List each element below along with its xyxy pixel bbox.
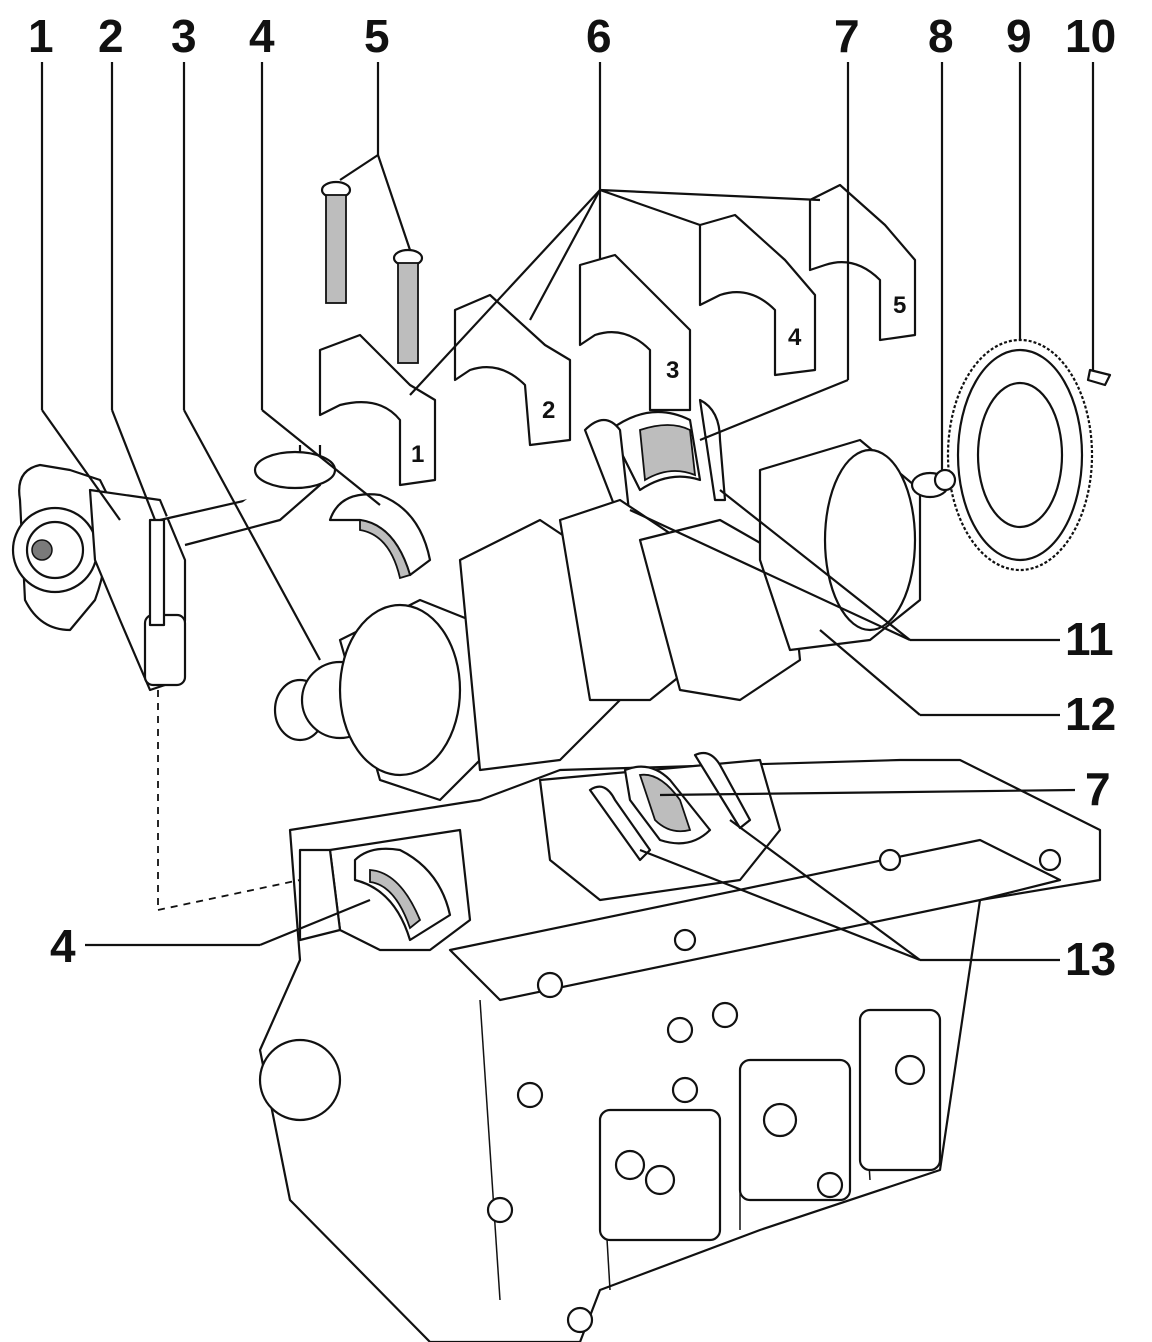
bearing-cap-number-1: 1: [411, 441, 424, 468]
callout-6: 6: [586, 10, 612, 62]
callout-11: 11: [1065, 613, 1114, 665]
callout-2: 2: [98, 10, 124, 62]
upper-bearing-shell-and-thrust-washers: [583, 398, 727, 522]
leader-lines: [40, 62, 1095, 962]
drive-plate-with-ring-gear: [933, 338, 1112, 572]
callout-7-right: 7: [1085, 763, 1111, 815]
bearing-cap-number-4: 4: [788, 324, 802, 351]
callout-12: 12: [1065, 688, 1116, 740]
callout-4-top: 4: [249, 10, 275, 62]
lower-bearing-shells: [353, 751, 752, 942]
bearing-cap-number-5: 5: [893, 292, 906, 319]
bearing-cap-5: 5: [808, 183, 917, 342]
bearing-cap-number-2: 2: [542, 397, 555, 424]
bearing-cap-1: 1: [318, 333, 437, 487]
callout-3: 3: [171, 10, 197, 62]
oil-pump: [11, 445, 337, 911]
callout-10: 10: [1065, 10, 1116, 62]
bearing-cap-2: 2: [453, 293, 572, 447]
main-bearing-caps: 1 2 3 4 5: [318, 183, 917, 487]
main-bearing-cap-bolts: [320, 180, 424, 364]
callout-13: 13: [1065, 933, 1116, 985]
bearing-cap-3: 3: [578, 253, 692, 412]
callout-8: 8: [928, 10, 954, 62]
callout-1: 1: [28, 10, 54, 62]
callout-numbers: 1 2 3 4 5 6 7 8 9 10 11 12 7 4 13: [28, 10, 1116, 985]
callout-4-left: 4: [50, 920, 76, 972]
thrust-bearing-shell-upper: [328, 493, 432, 580]
cylinder-block: [258, 758, 1102, 1342]
callout-9: 9: [1006, 10, 1032, 62]
callout-7-top: 7: [834, 10, 860, 62]
callout-5: 5: [364, 10, 390, 62]
bearing-cap-number-3: 3: [666, 357, 679, 384]
bearing-cap-4: 4: [698, 213, 817, 377]
crankshaft: [273, 438, 950, 802]
